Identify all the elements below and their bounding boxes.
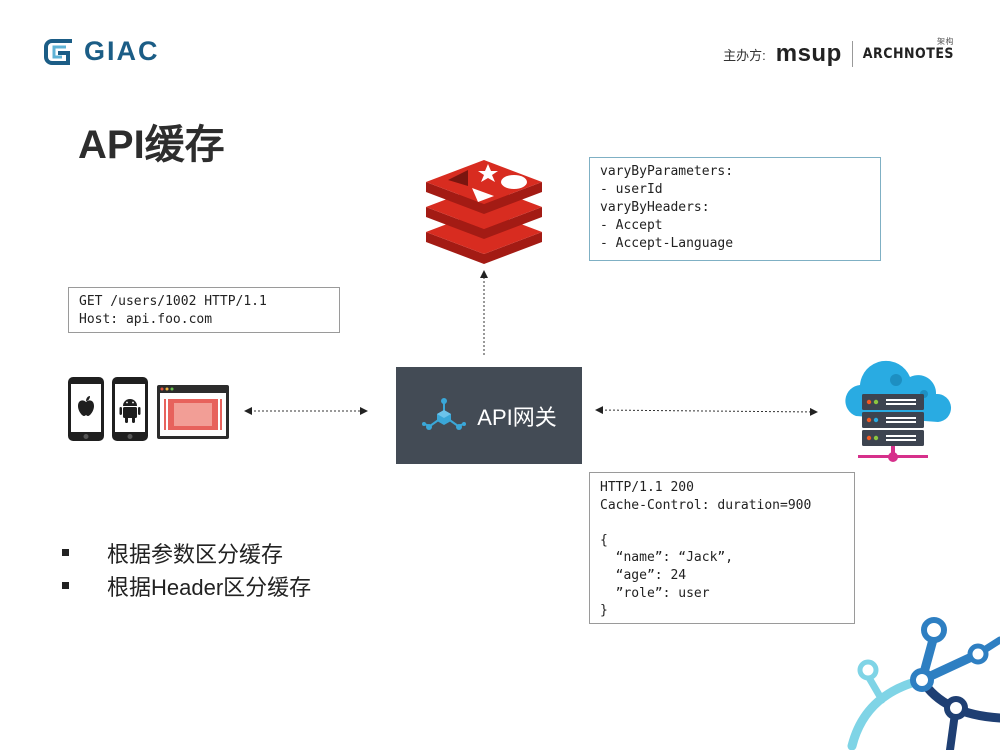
android-phone-icon [112, 377, 148, 441]
request-line: GET /users/1002 HTTP/1.1 [79, 294, 267, 309]
vary-line: - Accept [600, 218, 663, 233]
response-line [600, 514, 844, 532]
redis-icon [426, 160, 542, 264]
network-decoration-icon [847, 617, 1000, 750]
response-line: } [600, 603, 608, 619]
bullet-item: 根据Header区分缓存 [62, 569, 311, 602]
apple-phone-icon [68, 377, 104, 441]
response-line: ”role”: user [600, 585, 710, 601]
bullet-item: 根据参数区分缓存 [62, 536, 311, 569]
gateway-nodes-icon [422, 397, 467, 430]
response-line: “age”: 24 [600, 567, 687, 583]
vary-config-box: varyByParameters: - userId varyByHeaders… [589, 157, 881, 261]
bullet-square-icon [62, 582, 69, 589]
slide-title: API缓存 [78, 123, 225, 167]
bullet-text: 根据参数区分缓存 [107, 541, 284, 567]
msup-logo: msup [775, 40, 842, 67]
sponsor-label: 主办方: [723, 47, 766, 63]
giac-logo: GIAC [42, 36, 160, 67]
response-line: Cache-Control: duration=900 [600, 497, 812, 513]
bullet-square-icon [62, 549, 69, 556]
cloud-server-icon [845, 360, 952, 462]
request-box: GET /users/1002 HTTP/1.1 Host: api.foo.c… [68, 287, 340, 333]
vary-line: varyByHeaders: [600, 200, 710, 215]
response-line: HTTP/1.1 200 [600, 480, 694, 495]
archnotes-logo: ARCHNOTES 架构 [862, 37, 954, 62]
gateway-server-arrow [595, 406, 818, 416]
browser-window-icon [157, 385, 229, 439]
vary-line: varyByParameters: [600, 164, 734, 179]
sponsor-area: 主办方: msup ARCHNOTES 架构 [723, 37, 954, 68]
response-line: “name”: “Jack”, [600, 550, 734, 566]
bullet-text: 根据Header区分缓存 [107, 574, 312, 600]
vary-line: - userId [600, 182, 663, 197]
giac-logo-icon [44, 38, 72, 65]
request-line: Host: api.foo.com [79, 312, 213, 327]
response-line: { [600, 532, 608, 548]
vary-line: - Accept-Language [600, 236, 734, 251]
archnotes-sup: 架构 [937, 37, 954, 46]
archnotes-text: ARCHNOTES [862, 46, 954, 62]
bullet-list: 根据参数区分缓存 根据Header区分缓存 [62, 536, 311, 602]
sponsor-divider [851, 41, 853, 67]
gateway-label: API网关 [477, 404, 557, 430]
response-box: HTTP/1.1 200 Cache-Control: duration=900… [589, 472, 855, 624]
logo-text: GIAC [84, 36, 160, 66]
api-gateway-node: API网关 [396, 367, 582, 464]
